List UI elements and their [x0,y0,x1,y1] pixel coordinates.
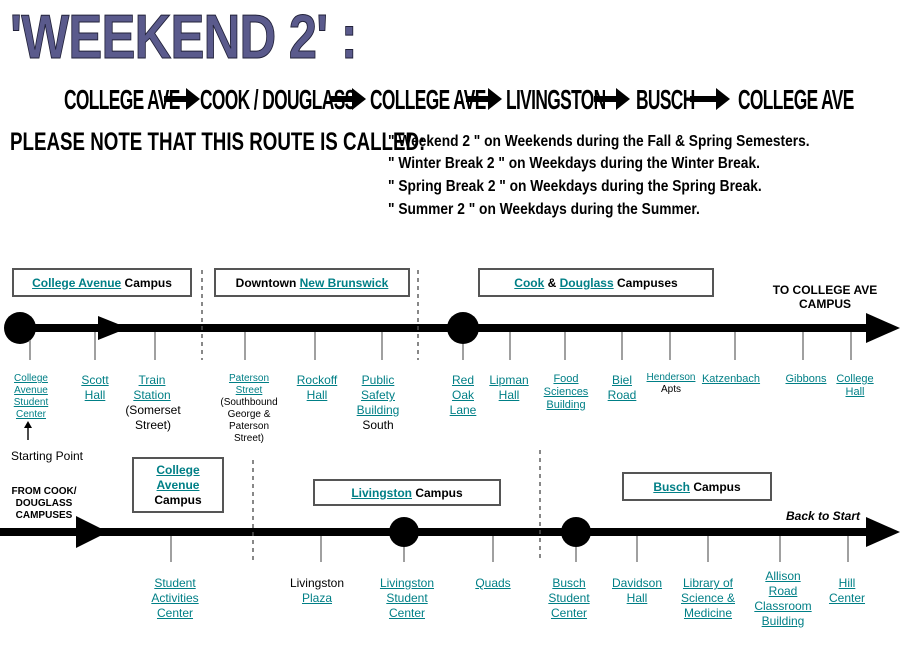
stop-livingston-plaza[interactable]: Plaza [301,591,333,605]
train-station-note: (Somerset Street) [125,403,181,432]
campus-box-downtown: Downtown New Brunswick [214,268,410,297]
public-safety-note: South [362,418,394,432]
to-college-ave-label: TO COLLEGE AVE CAMPUS [772,283,878,311]
stop-lipman-hall[interactable]: Lipman Hall [489,373,529,402]
college-ave-campus-link[interactable]: College Avenue [32,275,122,290]
stop-hill-center[interactable]: Hill Center [828,576,866,605]
new-brunswick-link[interactable]: New Brunswick [299,275,389,290]
stop-biel-road[interactable]: Biel Road [607,373,637,402]
henderson-note: Apts [660,384,681,395]
stop-red-oak-lane[interactable]: Red Oak Lane [449,373,477,417]
row2-busch-dot [561,517,591,547]
back-to-start-label: Back to Start [786,509,861,523]
stop-gibbons[interactable]: Gibbons [785,373,827,385]
starting-point-arrow-icon [24,421,32,440]
row2-separators [252,450,541,562]
from-cook-douglass-label: FROM COOK/ DOUGLASS CAMPUSES [11,486,77,521]
page-title: 'WEEKEND 2' : [10,3,358,73]
arrow-icon [594,88,630,110]
stop-student-activities-center[interactable]: Student Activities Center [151,576,199,620]
row1-line [4,312,900,344]
stop-rockoff-hall[interactable]: Rockoff Hall [296,373,338,402]
note-line-1: " Weekend 2 " on Weekends during the Fal… [388,133,810,150]
stop-scott-hall[interactable]: Scott Hall [81,373,109,402]
stop-katzenbach[interactable]: Katzenbach [701,373,761,385]
stop-college-ave-student-center[interactable]: College Avenue Student Center [13,373,49,420]
row1-separators [201,270,419,360]
campus-box-busch: Busch Campus [622,472,772,501]
stop-busch-student-center[interactable]: Busch Student Center [548,576,590,620]
arrow-icon [330,88,366,110]
row2-livingston-dot [389,517,419,547]
stop-college-hall[interactable]: College Hall [836,373,874,398]
stop-food-sciences-building[interactable]: Food Sciences Building [543,373,589,411]
paterson-note: (Southbound George & Paterson Street) [220,397,278,444]
arrow-icon [466,88,502,110]
stop-library-of-science-medicine[interactable]: Library of Science & Medicine [680,576,736,620]
cook-link[interactable]: Cook [514,275,545,290]
campus-box-college-ave: College Avenue Campus [12,268,192,297]
stop-allison-road-classroom-building[interactable]: Allison Road Classroom Building [754,569,812,628]
row1-mid-arrow [98,316,128,340]
row1-end-arrow [866,313,900,343]
douglass-link[interactable]: Douglass [559,275,614,290]
row2-line [0,516,900,548]
campus-box-cook-douglass: Cook & Douglass Campuses [478,268,714,297]
campus-box-livingston: Livingston Campus [313,479,501,506]
route-stop-4: LIVINGSTON [506,84,606,115]
stop-paterson-street[interactable]: Paterson Street [228,373,270,396]
starting-point-label: Starting Point [10,449,84,463]
route-stop-1: COLLEGE AVE [64,84,180,115]
busch-campus-link[interactable]: Busch [653,479,690,494]
stop-quads[interactable]: Quads [475,576,511,590]
note-line-2: " Winter Break 2 " on Weekdays during th… [388,155,760,172]
note-line-4: " Summer 2 " on Weekdays during the Summ… [388,201,700,218]
row2-ticks [170,536,849,562]
row2-start-arrow [76,516,108,548]
row1-cook-dot [447,312,479,344]
row1-ticks [29,332,852,360]
route-stop-5: BUSCH [636,84,695,115]
note-line-3: " Spring Break 2 " on Weekdays during th… [388,178,762,195]
arrow-icon [690,88,730,110]
header-arrows [164,88,730,110]
livingston-plaza-prefix: Livingston [289,576,345,590]
row2-end-arrow [866,517,900,547]
route-stop-6: COLLEGE AVE [738,84,854,115]
college-ave-campus-link-2[interactable]: College Avenue [156,462,200,492]
stop-davidson-hall[interactable]: Davidson Hall [611,576,663,605]
note-label: PLEASE NOTE THAT THIS ROUTE IS CALLED: [10,128,426,156]
arrow-icon [164,88,200,110]
stop-train-station[interactable]: Train Station [133,373,171,402]
stop-henderson-apts[interactable]: Henderson [646,372,696,383]
stop-livingston-student-center[interactable]: Livingston Student Center [379,576,435,620]
row1-start-dot [4,312,36,344]
livingston-campus-link[interactable]: Livingston [351,485,412,500]
stop-public-safety-building[interactable]: Public Safety Building [356,373,400,417]
